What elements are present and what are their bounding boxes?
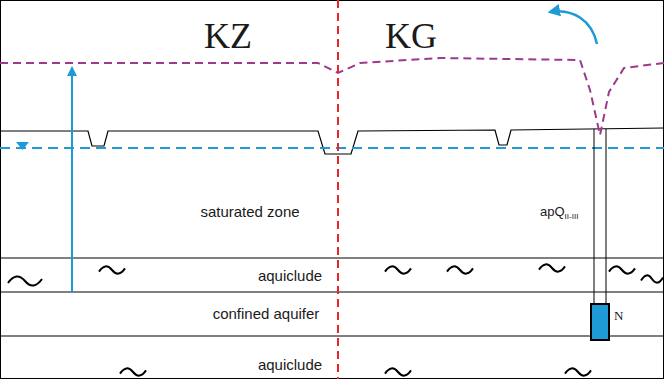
tilde-symbol <box>539 264 565 271</box>
tilde-symbol <box>385 266 411 273</box>
stratigraphic-index: apQ <box>540 205 565 220</box>
layer-band: saturated zone <box>0 149 664 258</box>
layer-name: aquiclude <box>258 267 322 284</box>
tilde-symbol <box>120 368 146 375</box>
layer-band: aquiclude <box>0 336 664 379</box>
tilde-symbol <box>609 266 635 273</box>
pressure-head-arrow <box>71 68 73 293</box>
layer-band: aquiclude <box>0 258 664 292</box>
well-screen <box>591 304 609 340</box>
stratigraphic-subscript: II-III <box>565 212 579 221</box>
layer-band: confined aquifer <box>0 292 664 336</box>
tilde-symbol <box>385 368 411 375</box>
piezometric-surface <box>0 58 664 135</box>
water-level-symbol <box>16 142 29 150</box>
tilde-symbol <box>447 266 473 273</box>
stratigraphic-index: N <box>614 309 623 324</box>
tilde-symbol <box>565 368 591 375</box>
outflow-arrow <box>550 11 597 44</box>
ground-surface <box>0 128 664 154</box>
aquiclude-symbols <box>8 264 663 375</box>
zone-code: KG <box>385 16 437 57</box>
well-casing <box>594 129 595 304</box>
layer-boundary <box>0 258 664 259</box>
layer-name: aquiclude <box>258 356 322 373</box>
tilde-symbol <box>99 266 125 273</box>
water-table <box>0 147 664 149</box>
tilde-symbol <box>8 276 42 285</box>
layer-name: saturated zone <box>200 203 299 220</box>
well-casing <box>606 129 607 304</box>
layer-boundary <box>0 336 664 337</box>
boundary-line <box>337 0 339 379</box>
layer-name: confined aquifer <box>213 305 320 322</box>
tilde-symbol <box>641 275 663 282</box>
zone-code: KZ <box>204 16 252 57</box>
layer-boundary <box>0 292 664 293</box>
